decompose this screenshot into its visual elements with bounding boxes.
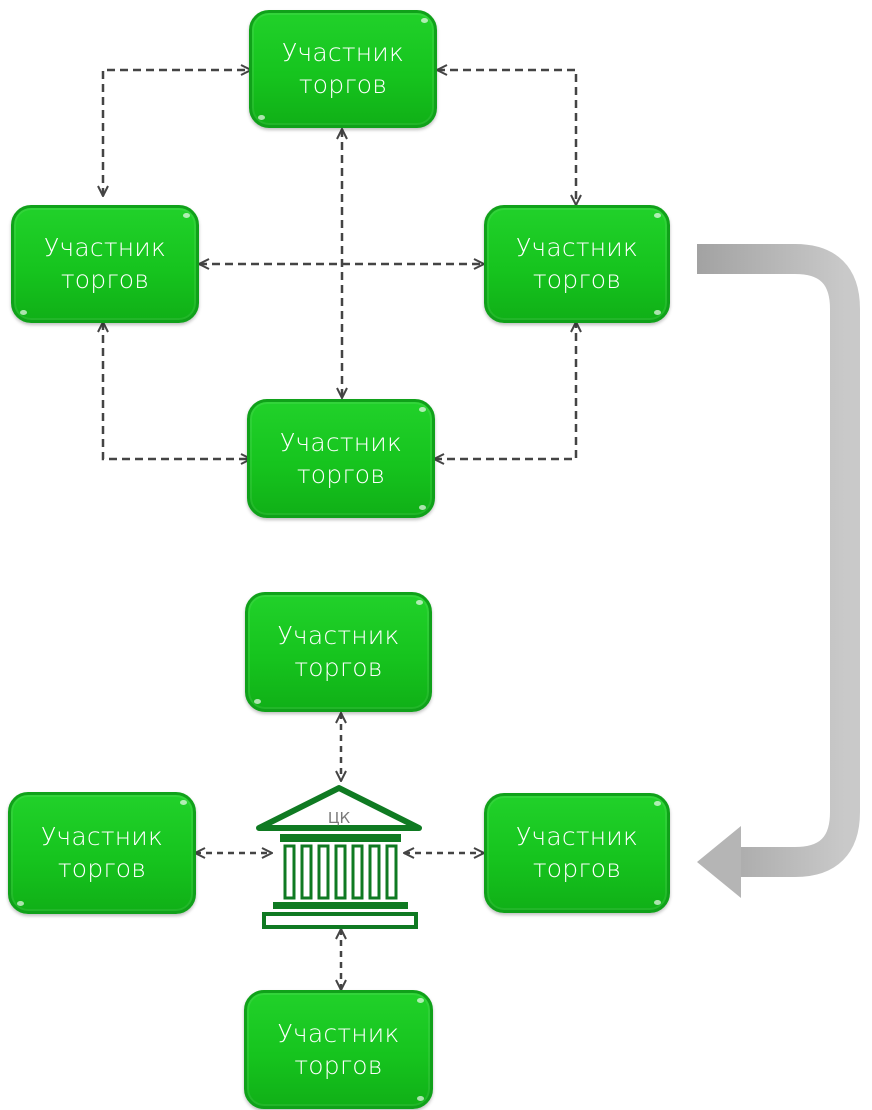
connector-bottom-right (434, 322, 576, 459)
node-label: Участник (515, 822, 639, 851)
node-label: Участник (515, 233, 639, 262)
bank-building-icon: ЦК (256, 785, 422, 929)
connector-top-left (103, 70, 251, 196)
bottom-node-participant-right: Участник торгов (484, 793, 670, 913)
node-label: торгов (532, 854, 622, 883)
node-label: торгов (296, 459, 386, 489)
top-node-participant-left: Участник торгов (11, 205, 199, 323)
connector-left-bottom (103, 322, 251, 459)
top-node-participant-right: Участник торгов (484, 205, 670, 323)
node-label: Участник (281, 38, 405, 67)
node-label: Участник (40, 822, 164, 851)
top-node-participant-top: Участник торгов (249, 10, 437, 128)
bottom-node-participant-left: Участник торгов (8, 792, 196, 914)
node-label: торгов (57, 854, 147, 883)
transition-arrow (697, 244, 860, 898)
node-label: Участник (277, 1018, 400, 1048)
top-connectors (103, 70, 576, 459)
connector-top-right (437, 70, 576, 205)
node-label: Участник (277, 621, 400, 650)
node-label: торгов (532, 265, 622, 294)
node-label: Участник (43, 233, 167, 262)
node-label: торгов (294, 653, 383, 682)
node-label: торгов (294, 1050, 383, 1080)
node-label: торгов (60, 265, 150, 294)
transition-arrow-head (697, 826, 741, 898)
ck-label: ЦК (328, 809, 351, 827)
node-label: Участник (279, 427, 403, 457)
node-label: торгов (298, 70, 388, 99)
bottom-connectors (195, 713, 484, 990)
bottom-node-participant-top: Участник торгов (245, 592, 432, 712)
